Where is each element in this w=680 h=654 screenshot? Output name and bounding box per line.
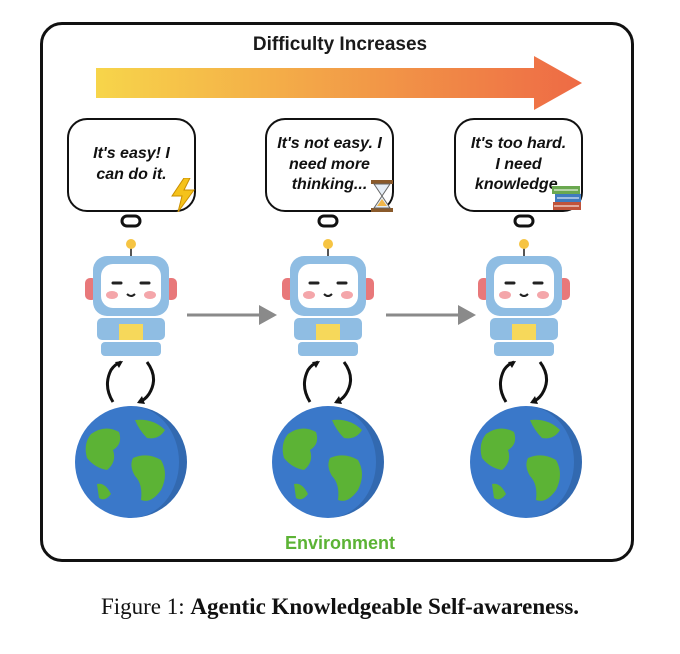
speech-text-easy: It's easy! I can do it.	[93, 145, 170, 183]
speech-bubble-easy: It's easy! I can do it.	[67, 118, 196, 212]
link-connector	[513, 214, 535, 228]
progress-arrow	[386, 305, 476, 325]
speech-text-too-hard: It's too hard. I need knowledge.	[470, 134, 567, 194]
caption-title: Agentic Knowledgeable Self-awareness.	[190, 594, 580, 619]
robot-agent	[83, 238, 179, 358]
figure-caption: Figure 1: Agentic Knowledgeable Self-awa…	[0, 594, 680, 620]
speech-bubble-too-hard: It's too hard. I need knowledge.	[454, 118, 583, 212]
hourglass-icon	[371, 180, 393, 212]
speech-text-not-easy: It's not easy. I need more thinking...	[277, 134, 382, 194]
globe-icon	[468, 404, 584, 520]
books-icon	[552, 186, 581, 210]
link-connector	[120, 214, 142, 228]
speech-bubble-not-easy: It's not easy. I need more thinking...	[265, 118, 394, 212]
difficulty-arrow	[96, 56, 582, 110]
globe-icon	[73, 404, 189, 520]
difficulty-title: Difficulty Increases	[252, 34, 428, 55]
lightning-icon	[171, 178, 195, 212]
globe-icon	[270, 404, 386, 520]
robot-agent	[476, 238, 572, 358]
link-connector	[317, 214, 339, 228]
caption-prefix: Figure 1:	[100, 594, 191, 619]
robot-agent	[280, 238, 376, 358]
interaction-cycle-arrows	[101, 358, 161, 406]
interaction-cycle-arrows	[298, 358, 358, 406]
environment-label: Environment	[284, 533, 395, 553]
interaction-cycle-arrows	[494, 358, 554, 406]
progress-arrow	[187, 305, 277, 325]
